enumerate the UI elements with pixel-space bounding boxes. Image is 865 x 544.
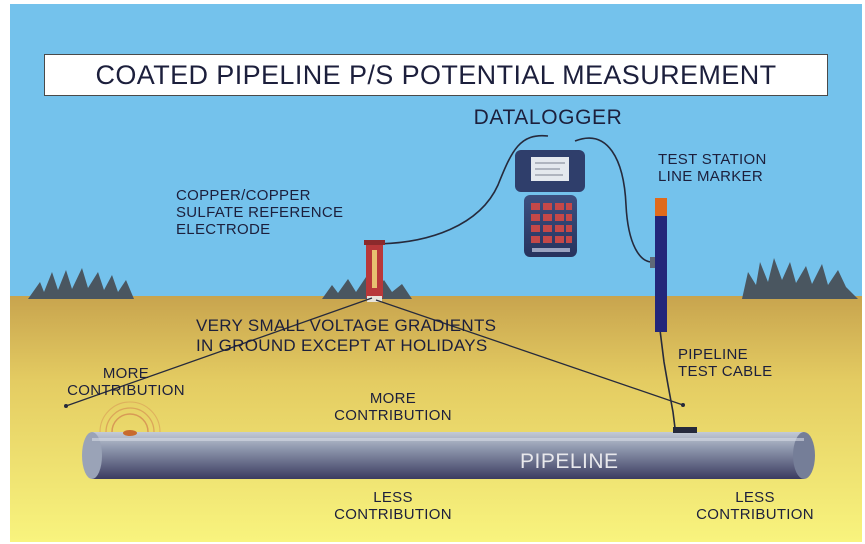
less-contribution-right-label: LESS CONTRIBUTION xyxy=(696,489,814,523)
grass-tuft-left xyxy=(28,268,134,299)
voltage-gradient-note: VERY SMALL VOLTAGE GRADIENTS IN GROUND E… xyxy=(196,316,497,355)
pipeline-label: PIPELINE xyxy=(520,450,619,473)
pipeline-test-cable xyxy=(659,329,676,429)
title-box: COATED PIPELINE P/S POTENTIAL MEASUREMEN… xyxy=(44,54,828,96)
post-cap xyxy=(655,198,667,216)
datalogger-keypad xyxy=(531,203,572,243)
test-station-label: TEST STATION LINE MARKER xyxy=(658,151,767,185)
reference-electrode xyxy=(364,240,385,302)
datalogger-device xyxy=(515,150,585,257)
holiday-defect xyxy=(99,401,161,436)
gradient-line-left xyxy=(65,297,373,407)
diagram-title: COATED PIPELINE P/S POTENTIAL MEASUREMEN… xyxy=(95,59,777,90)
gradient-line-right xyxy=(375,299,684,406)
ground xyxy=(10,296,862,542)
logger-to-station-cable xyxy=(574,137,653,263)
test-cable-label: PIPELINE TEST CABLE xyxy=(678,346,773,380)
electrode-cable xyxy=(371,134,549,245)
datalogger-label: DATALOGGER xyxy=(473,106,623,129)
reference-electrode-label: COPPER/COPPER SULFATE REFERENCE ELECTROD… xyxy=(176,187,344,238)
test-station-post xyxy=(650,198,667,332)
more-contribution-center-label: MORE CONTRIBUTION xyxy=(334,390,452,424)
grass-tuft-right xyxy=(742,258,858,299)
pipeline-body xyxy=(82,427,815,479)
more-contribution-left-label: MORE CONTRIBUTION xyxy=(67,365,185,399)
sky xyxy=(10,4,862,298)
cable-connection xyxy=(673,427,697,433)
less-contribution-center-label: LESS CONTRIBUTION xyxy=(334,489,452,523)
